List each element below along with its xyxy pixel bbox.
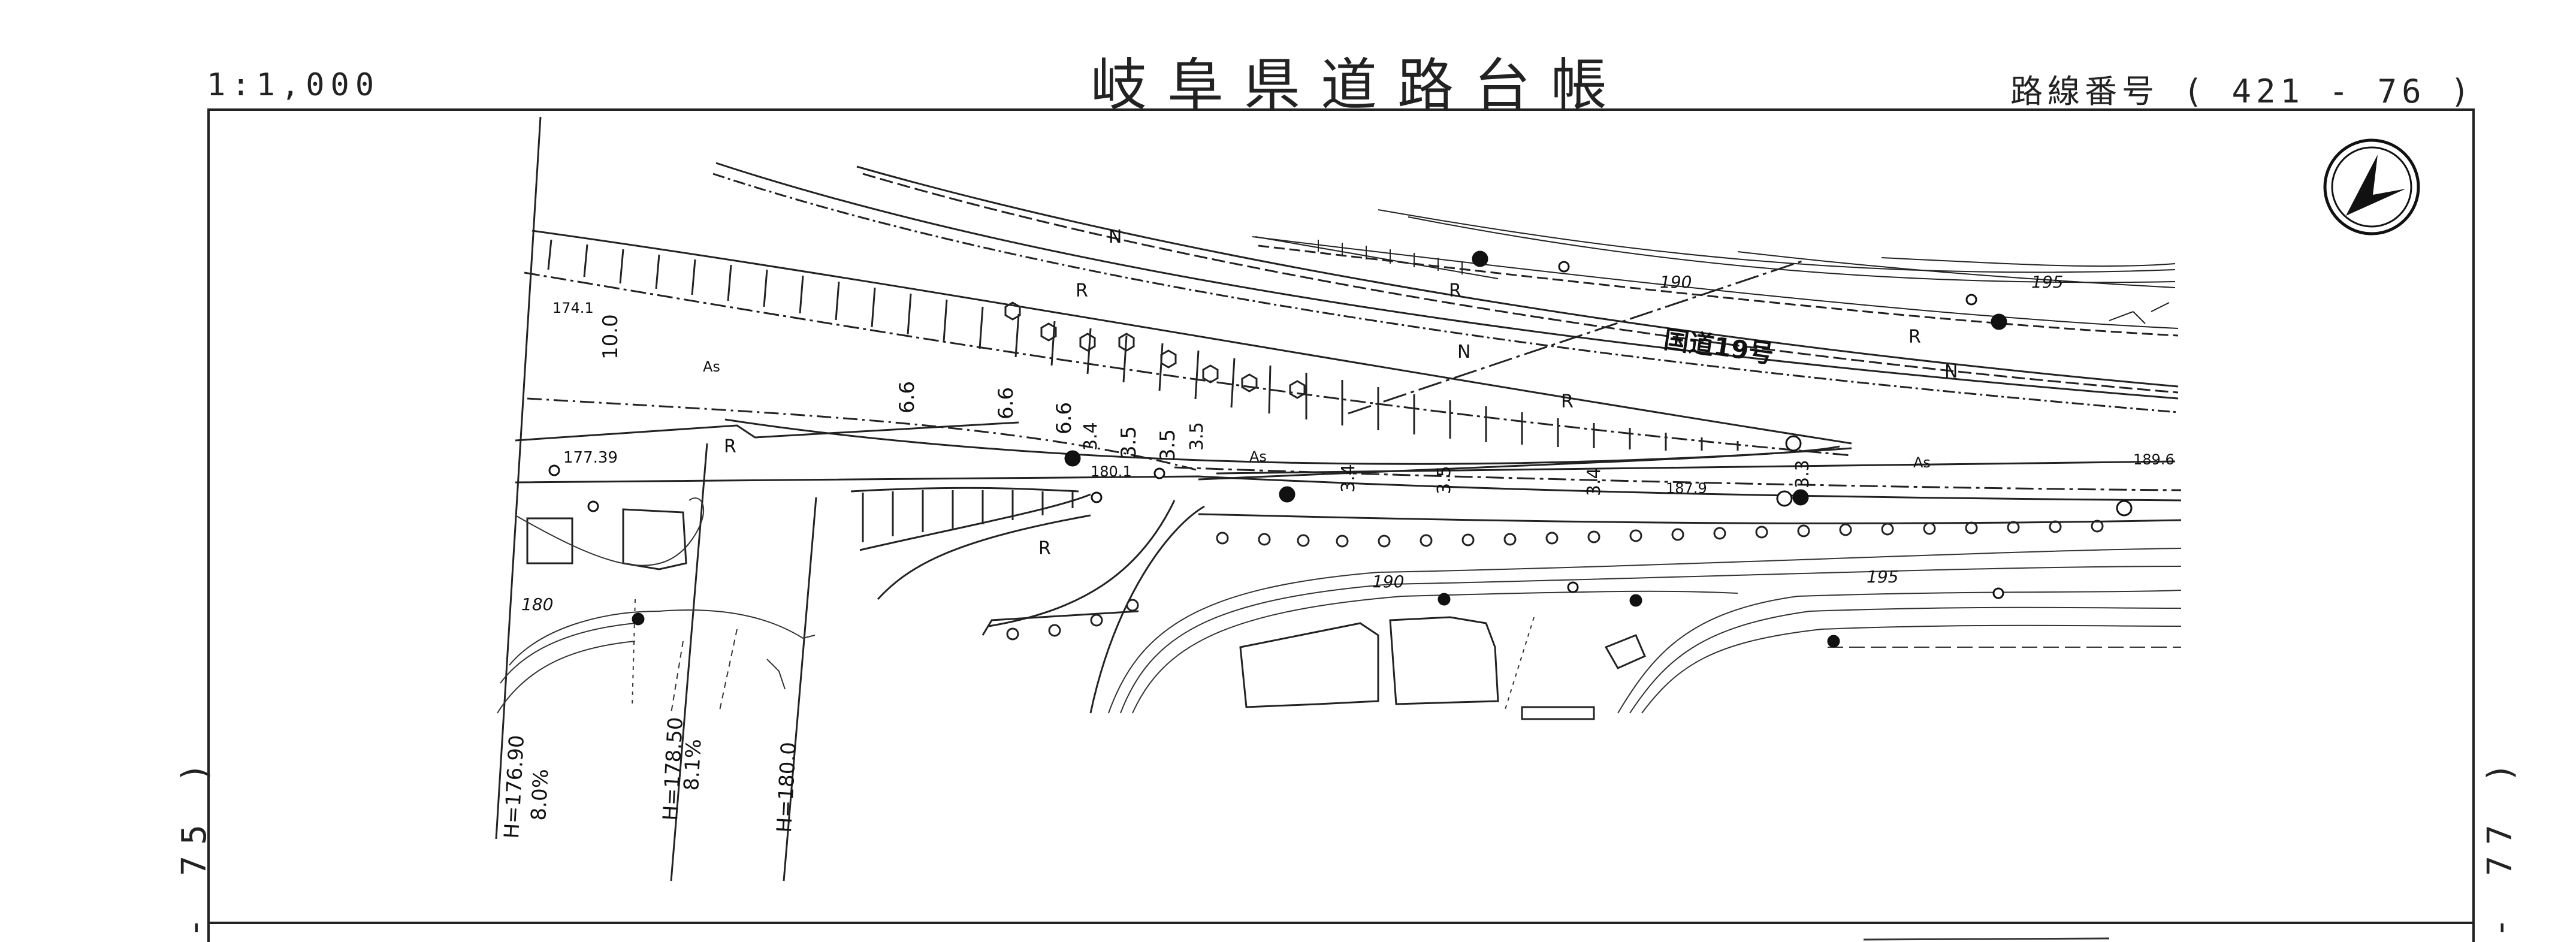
width-label: 3.4	[1584, 467, 1605, 496]
width-label: 3.4	[1338, 464, 1359, 493]
alignment-line	[1348, 259, 1804, 415]
zone-label-r: R	[1561, 391, 1574, 412]
map-labels: 国道19号 N N N R R R R R R As As As 174.1 1…	[500, 227, 2175, 839]
width-label: 3.5	[1117, 426, 1141, 458]
survey-symbols	[548, 250, 2133, 648]
map-frame	[207, 108, 2475, 942]
zone-label-r: R	[1038, 538, 1051, 559]
width-label: 3.5	[1434, 466, 1455, 494]
contour-label: 180	[521, 594, 553, 614]
zone-label-as: As	[703, 358, 720, 375]
buildings	[526, 508, 1646, 720]
spot-height: 187.9	[1666, 480, 1707, 497]
grade-label: H=178.50	[659, 717, 688, 822]
grade-label: H=180.0	[772, 741, 801, 833]
width-label: 3.5	[1156, 429, 1180, 461]
retaining-wall-markers	[1006, 520, 2104, 641]
spot-height: 180.1	[1091, 463, 1132, 480]
zone-label-as: As	[1249, 448, 1267, 465]
contour-label: 190	[1372, 572, 1404, 591]
zone-label-n: N	[1457, 342, 1470, 363]
width-label: 3.3	[1792, 460, 1813, 488]
zone-label-r: R	[1449, 280, 1461, 301]
grade-label: 8.0%	[527, 768, 553, 821]
width-label: 10.0	[599, 314, 623, 360]
lower-slope	[862, 490, 1074, 542]
lower-sheet-edge	[1863, 937, 2110, 941]
width-label: 6.6	[994, 387, 1018, 419]
slope-bead-markers	[1004, 301, 1306, 399]
grade-lines	[495, 116, 817, 881]
lower-contours	[1108, 548, 2182, 714]
north-arrow-icon	[2323, 138, 2420, 236]
side-road	[850, 487, 1205, 714]
zone-label-as: As	[1913, 454, 1931, 471]
grade-label: H=176.90	[500, 735, 529, 840]
width-label: 3.5	[1186, 422, 1207, 451]
main-road	[515, 397, 2182, 524]
grade-label: 8.1%	[680, 738, 706, 791]
route-number: 路線番号 ( 421 - 76 )	[2010, 73, 2475, 110]
zone-label-r: R	[1908, 327, 1921, 348]
zone-label-r: R	[724, 436, 736, 457]
width-label: 6.6	[1052, 402, 1076, 434]
upper-right-slope	[1255, 209, 2176, 324]
spot-height: 189.6	[2133, 451, 2175, 468]
spot-height: 177.39	[563, 449, 618, 467]
spot-height: 174.1	[552, 300, 594, 316]
zone-label-n: N	[1944, 361, 1958, 382]
zone-label-r: R	[1076, 280, 1088, 301]
road-name-label: 国道19号	[1662, 324, 1775, 369]
map-scale: 1:1,000	[207, 67, 380, 103]
width-label: 6.6	[895, 381, 919, 413]
contour-label: 195	[1867, 567, 1898, 587]
contour-label: 190	[1660, 272, 1692, 292]
page-title: 岐阜県道路台帳	[1091, 53, 1628, 118]
national-route-lanes	[712, 162, 2179, 413]
zone-label-n: N	[1109, 227, 1122, 247]
contour-label: 195	[2031, 272, 2063, 292]
width-label: 3.4	[1080, 422, 1101, 451]
